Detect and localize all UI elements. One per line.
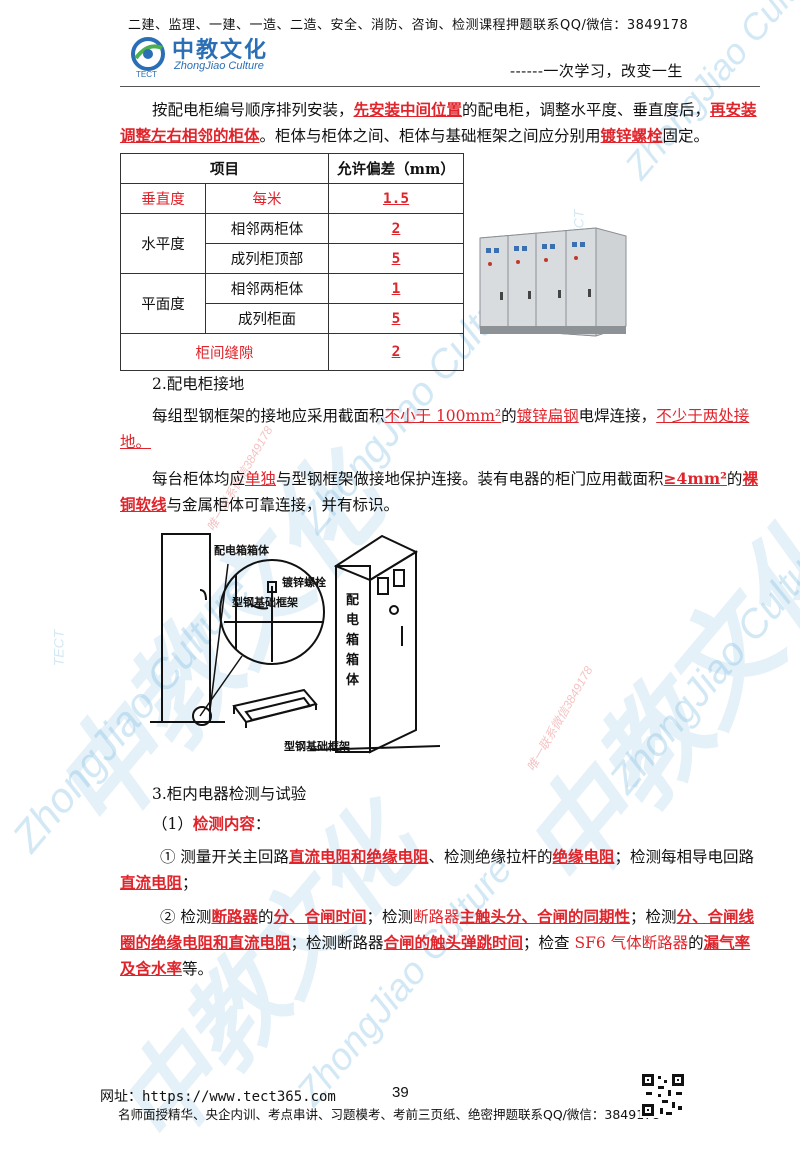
header-slogan: ------一次学习，改变一生 [510,62,683,80]
table-cell: 5 [328,303,464,334]
table-cell: 水平度 [120,213,206,274]
tolerance-table: 项目 允许偏差（mm） 垂直度 每米 1.5 水平度 相邻两柜体 2 成列柜顶部… [120,153,464,371]
table-cell: 平面度 [120,273,206,334]
test-item-1: ① 测量开关主回路直流电阻和绝缘电阻、检测绝缘拉杆的绝缘电阻；检测每相导电回路直… [120,847,754,892]
table-cell: 1.5 [328,183,464,214]
table-cell: 成列柜面 [205,303,329,334]
table-header-item: 项目 [120,153,329,184]
table-header-tolerance: 允许偏差（mm） [328,153,464,184]
table-header-row: 项目 允许偏差（mm） [120,153,464,184]
label-steel-frame-detail: 型钢基础框架 [232,595,298,609]
logo-tect: TECT [136,70,157,79]
label-cabinet-body: 配电箱箱体 [214,543,270,557]
label-galvanized-bolt: 镀锌螺栓 [282,575,326,589]
header-contact-line: 二建、监理、一建、一造、二造、安全、消防、咨询、检测课程押题联系QQ/微信：38… [128,18,689,33]
label-cabinet-vertical-1: 配 [346,593,359,608]
table-cell: 5 [328,243,464,274]
intro-paragraph: 按配电柜编号顺序排列安装，先安装中间位置的配电柜，调整水平度、垂直度后，再安装调… [120,100,757,145]
qr-code-icon[interactable] [640,1072,686,1118]
table-cell: 2 [328,333,464,371]
table-cell: 成列柜顶部 [205,243,329,274]
grounding-paragraph-1: 每组型钢框架的接地应采用截面积不小于 100mm²的镀锌扁钢电焊连接，不少于两处… [120,407,750,451]
label-cabinet-vertical-5: 体 [346,672,360,688]
label-cabinet-vertical-4: 箱 [346,652,359,668]
grounding-diagram: 配电箱箱体 镀锌螺栓 型钢基础框架 型钢基础框架 配 电 箱 箱 体 [150,533,440,754]
page-number: 39 [392,1084,409,1101]
table-cell: 2 [328,213,464,244]
table-cell: 柜间缝隙 [120,333,329,371]
grounding-paragraph-2: 每台柜体均应单独与型钢框架做接地保护连接。装有电器的柜门应用截面积≥4mm²的裸… [120,469,758,514]
section-3-title: 3.柜内电器检测与试验 [152,785,307,803]
table-cell: 相邻两柜体 [205,273,329,304]
test-item-2: ② 检测断路器的分、合闸时间；检测断路器主触头分、合闸的同期性；检测分、合闸线圈… [120,907,755,978]
table-cell: 1 [328,273,464,304]
section-2-title: 2.配电柜接地 [152,375,245,393]
table-row: 水平度 相邻两柜体 2 [120,213,464,274]
table-cell: 每米 [205,183,329,214]
header-divider [120,86,760,87]
logo-chinese: 中教文化 [172,38,269,63]
label-cabinet-vertical-2: 电 [346,612,359,628]
test-content-heading: （1）检测内容： [152,814,271,833]
switchgear-cabinet-photo [479,227,627,337]
table-cell: 垂直度 [120,183,206,214]
table-row: 平面度 相邻两柜体 1 [120,273,464,334]
brand-logo: 中教文化 ZhongJiao Culture TECT [128,34,269,79]
label-steel-frame: 型钢基础框架 [284,739,350,753]
watermark-tect: TECT [50,629,67,667]
footer-contact-line: 名师面授精华、央企内训、考点串讲、习题模考、考前三页纸、绝密押题联系QQ/微信：… [118,1107,661,1122]
table-cell: 相邻两柜体 [205,213,329,244]
logo-english: ZhongJiao Culture [174,60,264,72]
label-cabinet-vertical-3: 箱 [346,632,359,648]
table-row: 柜间缝隙 2 [120,333,464,371]
table-row: 垂直度 每米 1.5 [120,183,464,214]
footer-website[interactable]: 网址：https://www.tect365.com [100,1089,336,1105]
